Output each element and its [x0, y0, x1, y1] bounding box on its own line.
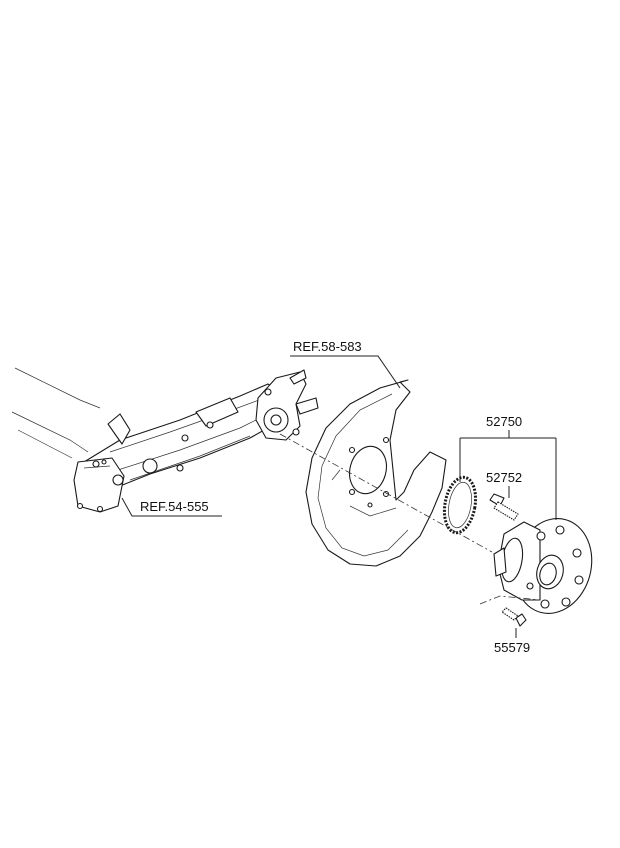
hub-bearing-assembly [493, 518, 593, 614]
assembly-centerline [279, 433, 493, 553]
abs-tone-ring [442, 475, 478, 535]
ref-shield-label: REF.58-583 [293, 339, 362, 354]
bolt-centerline [479, 595, 541, 605]
hub-bolt-label: 55579 [494, 640, 530, 655]
hub-assembly-label: 52750 [486, 414, 522, 429]
rear-axle-beam [11, 367, 319, 513]
leader-lines [121, 355, 557, 638]
ref-axle-label: REF.54-555 [140, 499, 209, 514]
dust-shield [305, 379, 447, 567]
wheel-bolt-label: 52752 [486, 470, 522, 485]
hub-mounting-bolt [501, 607, 527, 627]
wheel-bolt [489, 493, 519, 521]
